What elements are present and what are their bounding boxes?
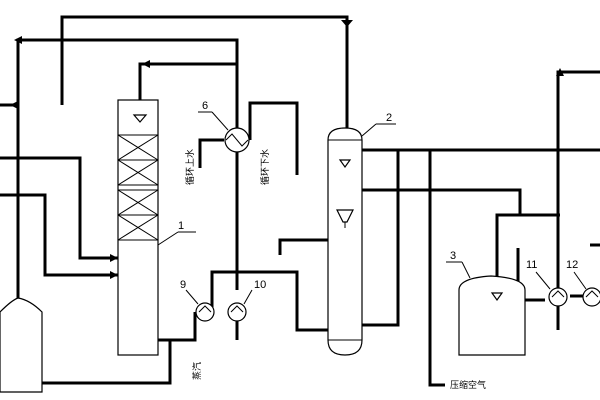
pump12-label: 12: [566, 259, 578, 271]
flow-arrows: [10, 20, 564, 290]
pipe-top-loop: [60, 15, 349, 130]
vessel-label: 3: [450, 250, 456, 262]
cooler-6: 6: [198, 100, 250, 153]
pipe-feed-2: [0, 156, 118, 260]
arrow-feed2: [110, 254, 118, 262]
pipe-pump9: [158, 312, 197, 342]
pipe-cooling-in: [198, 138, 224, 168]
vessel-3: 3: [446, 250, 526, 356]
pump9-label: 9: [180, 279, 186, 291]
arrow-feed1: [10, 101, 18, 109]
pipe-pump11-up: [556, 70, 600, 290]
compressed-air-label: 压缩空气: [450, 379, 486, 391]
column-1: 1: [117, 99, 196, 356]
pump-11: 11: [526, 259, 568, 307]
pipe-compressed-air: [428, 190, 445, 387]
pipe-pump10-out: [210, 270, 330, 332]
annotations: 循环上水 循环下水 蒸汽 压缩空气: [184, 149, 486, 391]
cooling-out-label: 循环下水: [259, 149, 271, 185]
vessel-nozzle-icon: [490, 292, 504, 302]
pipe-cooling-out: [248, 101, 299, 175]
pipe-steam: [18, 338, 195, 385]
funnel-icon: [336, 209, 354, 223]
pipe-tank-right-2: [362, 150, 432, 192]
arrow-feed3: [110, 271, 118, 279]
pipe-right-down: [362, 188, 560, 217]
steam-label: 蒸汽: [191, 362, 203, 380]
pipe-feed-3: [0, 193, 118, 277]
storage-tank: [0, 297, 43, 393]
packing-sections: [117, 134, 159, 241]
pump-9: 9: [180, 279, 215, 322]
pump10-label: 10: [254, 279, 266, 291]
pipe-tank-right-1: [362, 148, 400, 327]
pump-10: 10: [227, 279, 266, 322]
arrow-right-header: [556, 68, 564, 76]
pump11-label: 11: [526, 259, 537, 271]
pipe-vessel-in: [495, 213, 520, 290]
pump-12: 12: [566, 259, 600, 307]
arrow-column-top: [142, 60, 150, 68]
arrow-left-frame: [14, 36, 22, 44]
arrow-top-right: [341, 20, 353, 27]
tank-2: 2: [327, 112, 396, 356]
cooler-label: 6: [202, 100, 208, 112]
cooling-in-label: 循环上水: [184, 149, 196, 185]
column-label: 1: [178, 220, 184, 232]
tank-label: 2: [386, 112, 392, 124]
pipe-left-frame: [16, 38, 239, 345]
pipe-column-top: [138, 62, 237, 100]
tank-nozzle-icon: [338, 159, 352, 169]
distributor-icon: [132, 114, 148, 123]
